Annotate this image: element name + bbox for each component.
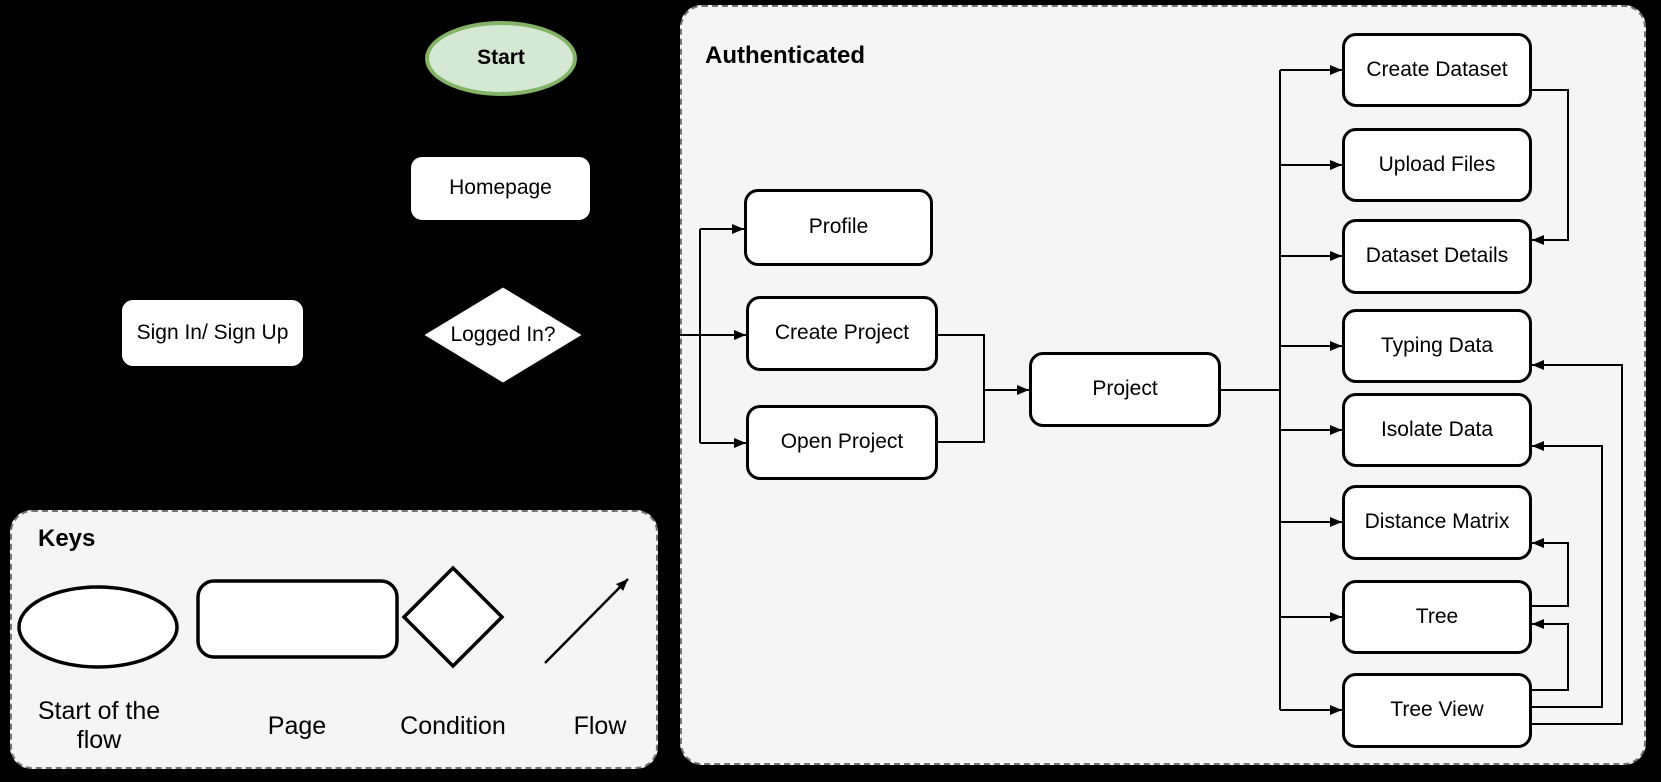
node-open-project: Open Project — [746, 405, 938, 480]
keys-title: Keys — [38, 525, 96, 552]
node-create-dataset: Create Dataset — [1342, 33, 1532, 107]
keys-shapes — [17, 565, 629, 669]
edge-group-loops — [1532, 89, 1623, 725]
node-isolate-data: Isolate Data — [1342, 393, 1532, 467]
key-label-flow: Flow — [573, 712, 627, 740]
node-start: Start — [425, 21, 577, 96]
key-start-ellipse — [17, 585, 179, 669]
edge-project-join — [938, 334, 985, 443]
edge-createdataset-datasetdetails — [1532, 89, 1569, 245]
edge-group-spine — [1279, 65, 1342, 715]
edge-treeview-typingdata — [1532, 360, 1623, 725]
key-label-start-of-flow: Start of the flow — [37, 697, 161, 754]
edge-treeview-isolatedata — [1532, 441, 1603, 708]
edge-treeview-tree — [1532, 619, 1569, 691]
authenticated-title: Authenticated — [705, 42, 866, 69]
edge-group-entry — [680, 224, 746, 448]
node-dataset-details: Dataset Details — [1342, 219, 1532, 294]
node-homepage-label: Homepage — [449, 176, 552, 200]
node-tree: Tree — [1342, 580, 1532, 654]
node-logged-in-label: Logged In? — [450, 323, 556, 347]
node-sign-in-sign-up: Sign In/ Sign Up — [119, 297, 306, 369]
logged-in-diamond — [419, 284, 587, 386]
node-typing-data: Typing Data — [1342, 309, 1532, 383]
edge-tree-distancematrix — [1532, 538, 1569, 607]
key-condition-diamond — [401, 565, 505, 669]
node-distance-matrix: Distance Matrix — [1342, 485, 1532, 560]
node-tree-view: Tree View — [1342, 673, 1532, 748]
node-project: Project — [1029, 352, 1221, 427]
node-homepage: Homepage — [408, 154, 593, 223]
node-profile: Profile — [744, 189, 933, 266]
node-create-project: Create Project — [746, 296, 938, 371]
node-start-label: Start — [477, 46, 525, 70]
key-flow-arrow — [544, 578, 629, 664]
key-page-rect — [196, 579, 399, 659]
node-sign-in-label: Sign In/ Sign Up — [136, 320, 289, 344]
key-label-page: Page — [267, 712, 327, 740]
edge-group-project — [938, 334, 1280, 443]
key-label-condition: Condition — [400, 712, 506, 740]
node-upload-files: Upload Files — [1342, 128, 1532, 202]
